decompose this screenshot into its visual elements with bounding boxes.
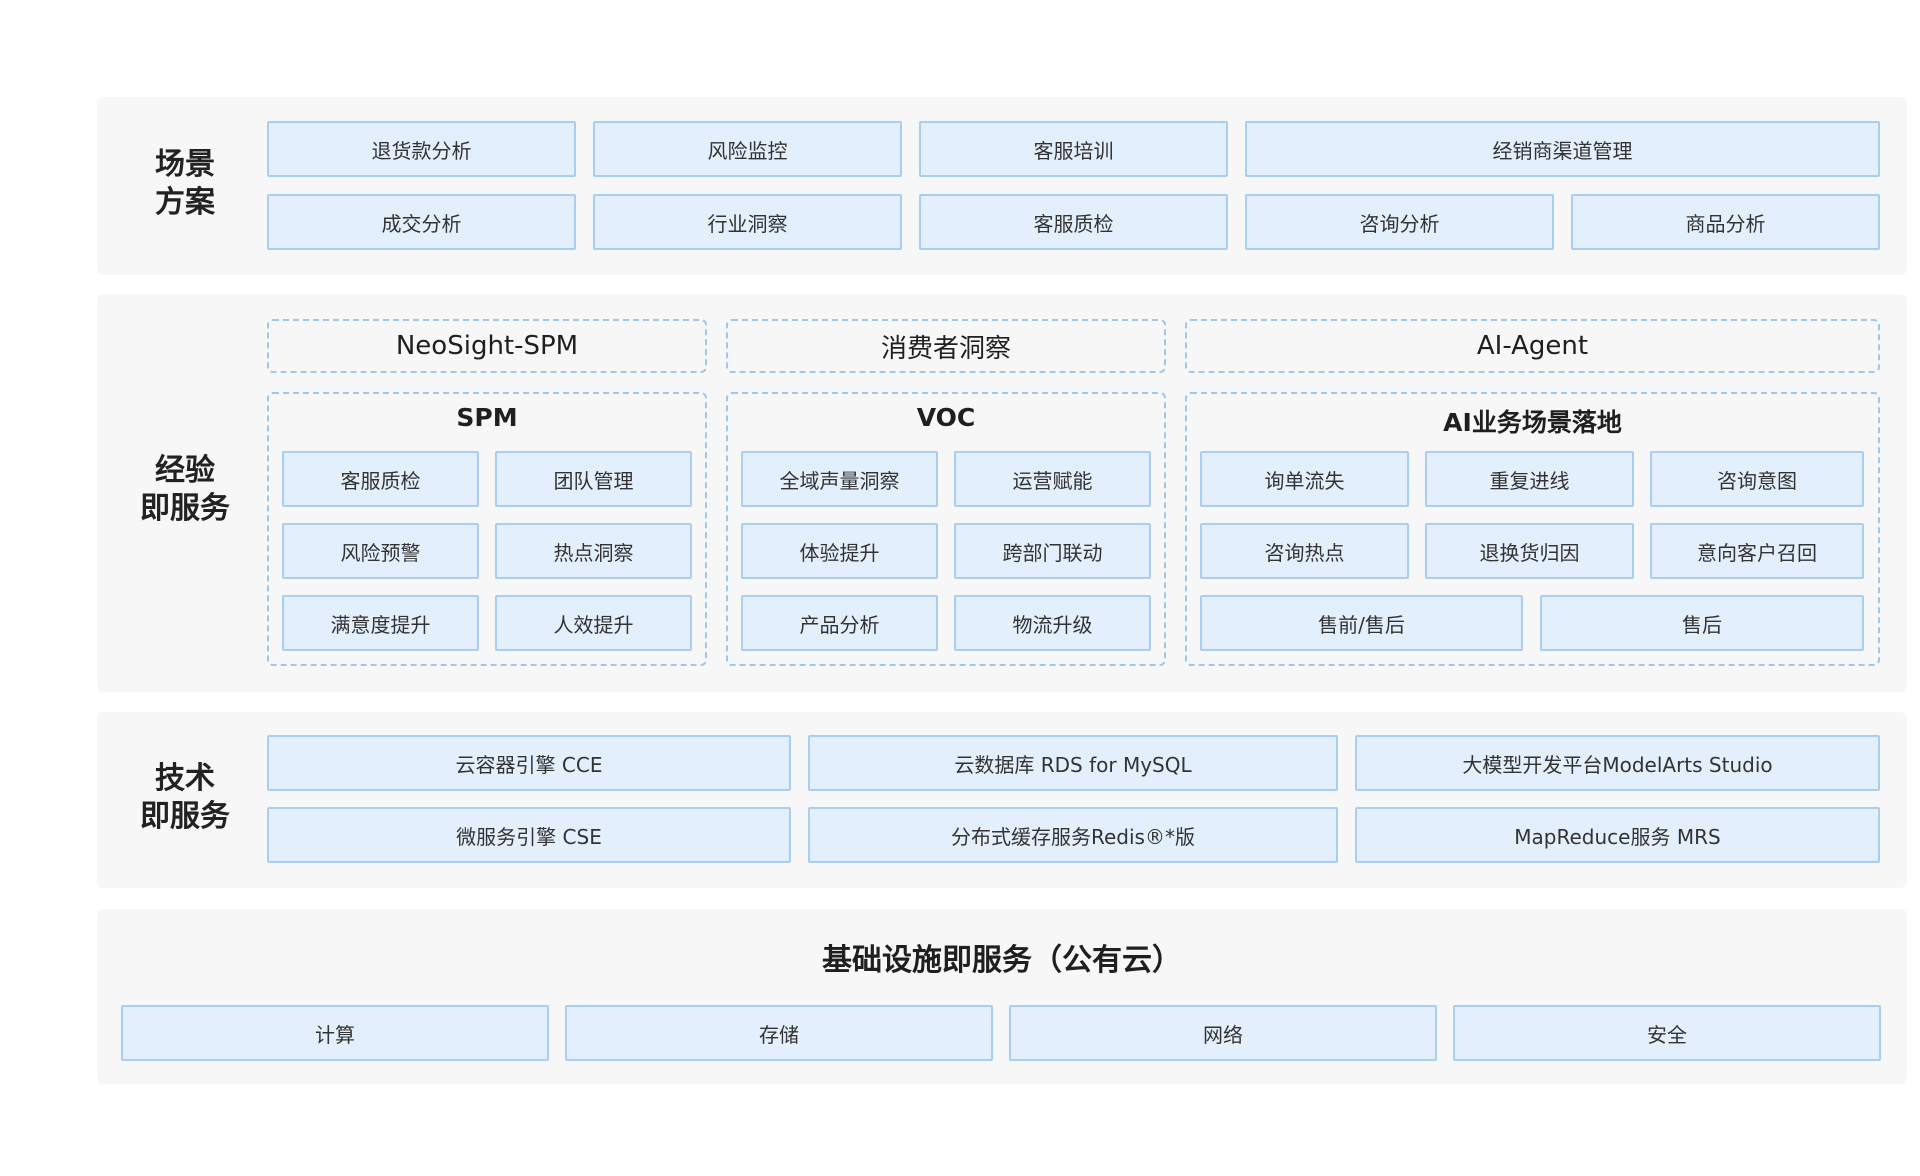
experience-layer-label: 经验 即服务 [120, 452, 250, 528]
group-title-ai: AI业务场景落地 [1443, 408, 1622, 437]
group-box-spm [267, 392, 707, 666]
scenario-item[interactable]: 咨询分析 [1245, 194, 1554, 250]
group-title-spm: SPM [456, 403, 518, 432]
scenario-label-line1: 场景 [155, 147, 215, 182]
scenario-item[interactable]: 客服培训 [919, 121, 1228, 177]
infra-item-security[interactable]: 安全 [1453, 1005, 1881, 1061]
spm-item[interactable]: 客服质检 [282, 451, 479, 507]
infra-item-storage[interactable]: 存储 [565, 1005, 993, 1061]
tech-item[interactable]: 微服务引擎 CSE [267, 807, 791, 863]
tech-label-line2: 即服务 [140, 799, 230, 834]
tech-item[interactable]: 云容器引擎 CCE [267, 735, 791, 791]
ai-item[interactable]: 意向客户召回 [1650, 523, 1864, 579]
ai-item[interactable]: 询单流失 [1200, 451, 1409, 507]
spm-item[interactable]: 热点洞察 [495, 523, 692, 579]
voc-item[interactable]: 全域声量洞察 [741, 451, 938, 507]
experience-label-line1: 经验 [155, 453, 215, 488]
ai-item[interactable]: 售前/售后 [1200, 595, 1523, 651]
scenario-layer-label: 场景 方案 [130, 146, 240, 222]
infra-item-compute[interactable]: 计算 [121, 1005, 549, 1061]
category-box-consumer-insight [726, 319, 1166, 373]
ai-item[interactable]: 售后 [1540, 595, 1864, 651]
group-box-voc [726, 392, 1166, 666]
scenario-label-line2: 方案 [155, 185, 215, 220]
voc-item[interactable]: 产品分析 [741, 595, 938, 651]
voc-item[interactable]: 体验提升 [741, 523, 938, 579]
scenario-item[interactable]: 经销商渠道管理 [1245, 121, 1880, 177]
scenario-item[interactable]: 行业洞察 [593, 194, 902, 250]
category-title-ai-agent: AI-Agent [1476, 331, 1589, 361]
tech-layer-label: 技术 即服务 [120, 760, 250, 836]
group-box-ai [1185, 392, 1880, 666]
spm-item[interactable]: 团队管理 [495, 451, 692, 507]
infra-title: 基础设施即服务（公有云） [822, 943, 1182, 978]
spm-item[interactable]: 满意度提升 [282, 595, 479, 651]
tech-item[interactable]: 云数据库 RDS for MySQL [808, 735, 1338, 791]
tech-item[interactable]: MapReduce服务 MRS [1355, 807, 1880, 863]
voc-item[interactable]: 运营赋能 [954, 451, 1151, 507]
scenario-item[interactable]: 退货款分析 [267, 121, 576, 177]
group-title-voc: VOC [916, 403, 976, 432]
voc-item[interactable]: 物流升级 [954, 595, 1151, 651]
scenario-item[interactable]: 成交分析 [267, 194, 576, 250]
category-title-consumer-insight: 消费者洞察 [880, 333, 1011, 364]
voc-item[interactable]: 跨部门联动 [954, 523, 1151, 579]
category-box-ai-agent [1185, 319, 1880, 373]
tech-label-line1: 技术 [155, 761, 215, 796]
experience-label-line2: 即服务 [140, 491, 230, 526]
scenario-item[interactable]: 客服质检 [919, 194, 1228, 250]
tech-item[interactable]: 大模型开发平台ModelArts Studio [1355, 735, 1880, 791]
ai-item[interactable]: 咨询热点 [1200, 523, 1409, 579]
scenario-item[interactable]: 风险监控 [593, 121, 902, 177]
ai-item[interactable]: 重复进线 [1425, 451, 1634, 507]
infra-item-network[interactable]: 网络 [1009, 1005, 1437, 1061]
scenario-item[interactable]: 商品分析 [1571, 194, 1880, 250]
tech-item[interactable]: 分布式缓存服务Redis®*版 [808, 807, 1338, 863]
ai-item[interactable]: 退换货归因 [1425, 523, 1634, 579]
spm-item[interactable]: 风险预警 [282, 523, 479, 579]
category-box-neosight [267, 319, 707, 373]
category-title-neosight: NeoSight-SPM [395, 331, 579, 361]
spm-item[interactable]: 人效提升 [495, 595, 692, 651]
ai-item[interactable]: 咨询意图 [1650, 451, 1864, 507]
